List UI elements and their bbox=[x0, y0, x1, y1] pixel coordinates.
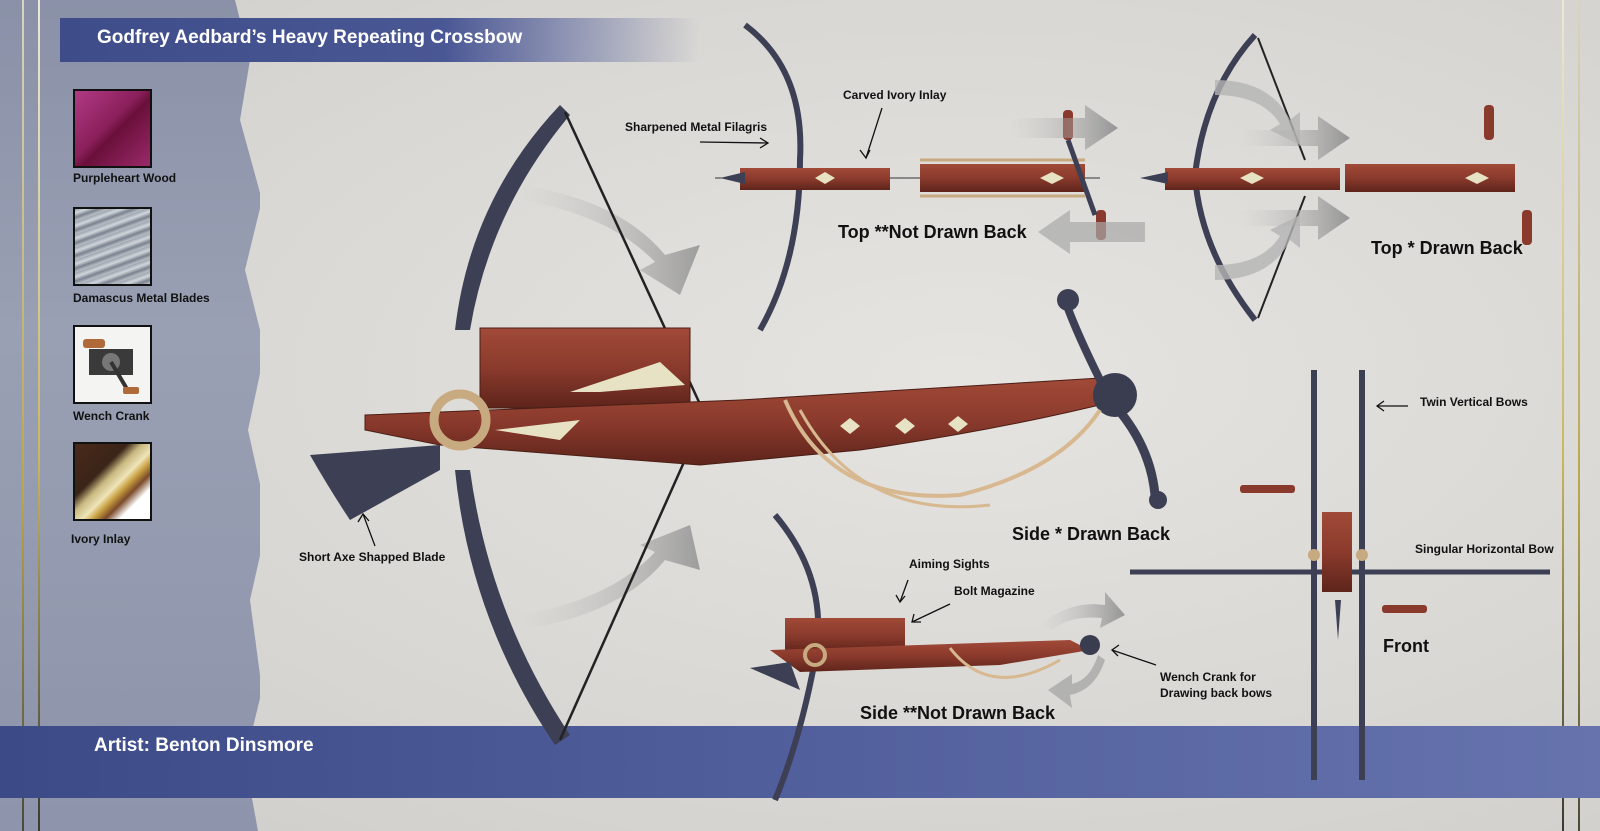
motion-arrow bbox=[520, 185, 700, 295]
view-title-front: Front bbox=[1383, 636, 1429, 656]
artist-credit: Artist: Benton Dinsmore bbox=[94, 735, 314, 756]
crossbow-stock bbox=[364, 377, 1121, 466]
axe-blade bbox=[310, 445, 440, 520]
motion-arrow bbox=[1040, 592, 1125, 630]
artist-band bbox=[0, 726, 1600, 798]
bow-limb-upper bbox=[455, 105, 570, 330]
callout-sharpened-filagris: Sharpened Metal Filagris bbox=[625, 120, 768, 134]
callout-drawing-back: Drawing back bows bbox=[1160, 686, 1273, 700]
material-label: Purpleheart Wood bbox=[73, 171, 177, 185]
main-crossbow bbox=[310, 105, 1167, 745]
purpleheart-wood-swatch bbox=[73, 89, 152, 168]
callout-twin-vertical: Twin Vertical Bows bbox=[1420, 395, 1528, 409]
motion-arrow bbox=[520, 525, 700, 630]
callout-leaders bbox=[357, 107, 1408, 666]
callout-short-axe: Short Axe Shapped Blade bbox=[299, 550, 446, 564]
motion-arrow bbox=[1215, 215, 1300, 280]
view-title-top-drawn: Top * Drawn Back bbox=[1371, 238, 1523, 258]
view-title-side-drawn: Side * Drawn Back bbox=[1012, 524, 1171, 544]
material-label: Wench Crank bbox=[73, 409, 150, 423]
callout-singular-horizontal: Singular Horizontal Bow bbox=[1415, 542, 1554, 556]
right-frame-line-outer bbox=[1578, 0, 1580, 831]
top-view-not-drawn bbox=[715, 22, 1145, 332]
material-label: Damascus Metal Blades bbox=[73, 291, 210, 305]
bow-limb-lower bbox=[455, 470, 570, 745]
motion-arrow bbox=[1215, 80, 1300, 145]
front-view bbox=[1130, 370, 1550, 780]
callout-carved-ivory: Carved Ivory Inlay bbox=[843, 88, 947, 102]
damascus-metal-swatch bbox=[73, 207, 152, 286]
callout-aiming-sights: Aiming Sights bbox=[909, 557, 990, 571]
crank-icon bbox=[83, 339, 139, 394]
side-view-not-drawn bbox=[750, 513, 1125, 802]
view-title-side-not-drawn: Side **Not Drawn Back bbox=[860, 703, 1056, 723]
motion-arrow bbox=[1048, 655, 1105, 708]
right-frame-line bbox=[1562, 0, 1564, 831]
top-view-drawn bbox=[1140, 32, 1532, 322]
left-frame-line bbox=[22, 0, 24, 831]
callout-wench-crank: Wench Crank for bbox=[1160, 670, 1256, 684]
material-label: Ivory Inlay bbox=[71, 532, 131, 546]
left-frame-line-inner bbox=[38, 0, 40, 831]
motion-arrow bbox=[1038, 210, 1145, 254]
wench-crank-swatch bbox=[73, 325, 152, 404]
view-title-top-not-drawn: Top **Not Drawn Back bbox=[838, 222, 1027, 242]
title-band bbox=[60, 18, 700, 62]
ivory-inlay-swatch bbox=[73, 442, 152, 521]
page-title: Godfrey Aedbard’s Heavy Repeating Crossb… bbox=[97, 27, 523, 48]
callout-bolt-magazine: Bolt Magazine bbox=[954, 584, 1035, 598]
motion-arrow bbox=[1010, 105, 1118, 150]
